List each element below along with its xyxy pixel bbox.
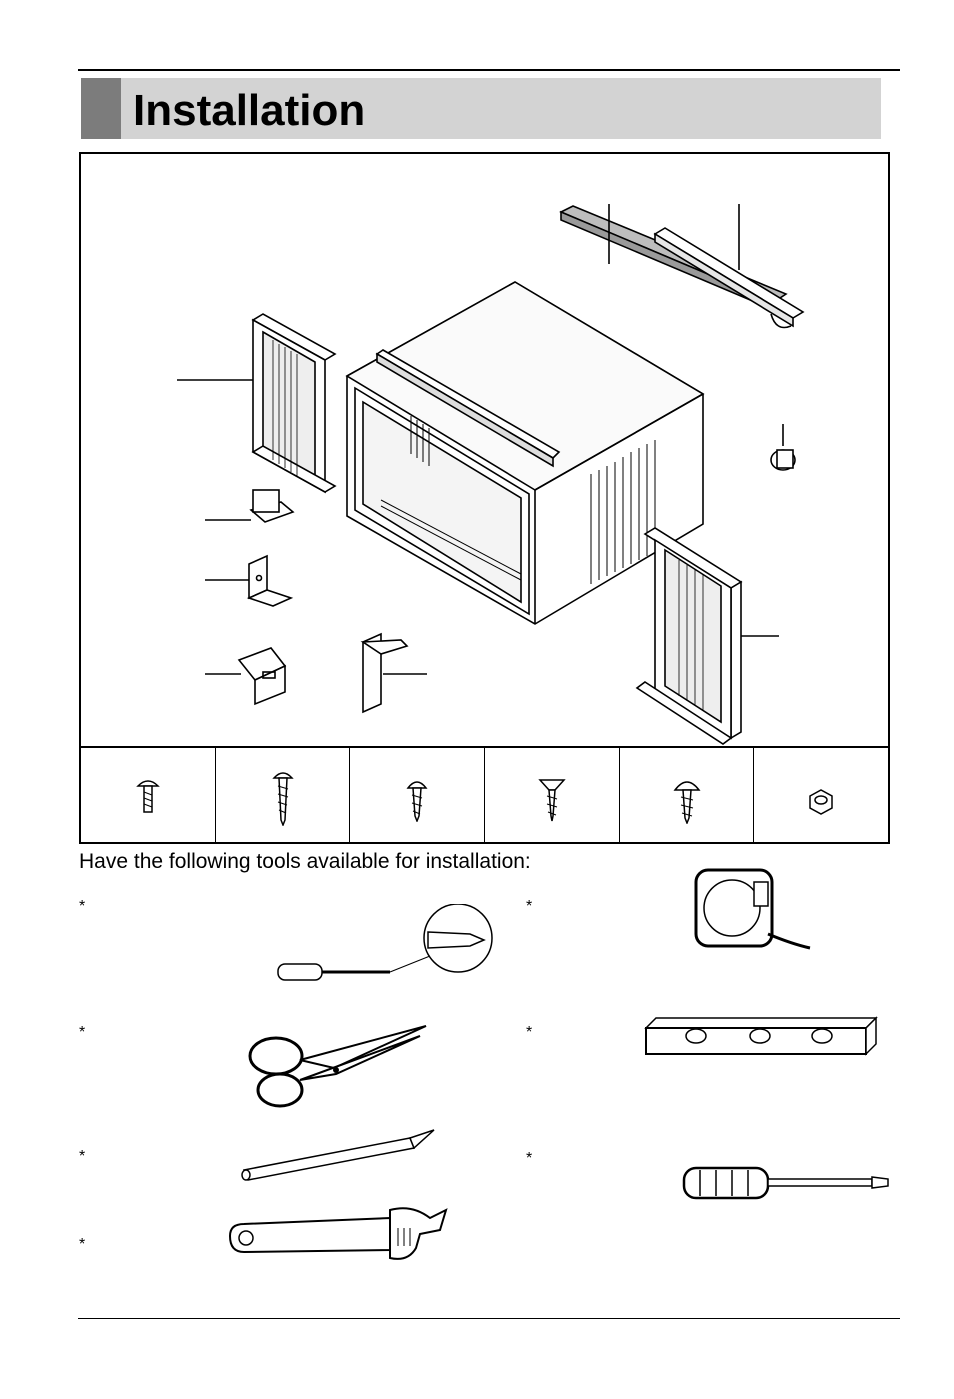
header-accent-block xyxy=(81,78,121,139)
pencil-icon xyxy=(241,1129,435,1181)
screw-cell xyxy=(620,748,755,844)
screw-cell xyxy=(754,748,888,844)
parts-exploded-diagram xyxy=(177,204,805,745)
sash-lock-icon xyxy=(249,489,295,523)
flat-head-screw-icon xyxy=(538,779,566,822)
support-bracket-icon xyxy=(360,632,409,714)
bullet-mark: * xyxy=(79,1236,86,1253)
hex-nut-icon xyxy=(809,789,833,815)
level-icon xyxy=(644,1016,878,1056)
truss-head-screw-icon xyxy=(136,780,160,813)
screw-cell xyxy=(81,748,216,844)
bullet-mark: * xyxy=(526,898,533,915)
page-title: Installation xyxy=(133,86,366,135)
screw-cell xyxy=(350,748,486,844)
air-conditioner-cabinet-icon xyxy=(345,281,705,625)
phillips-screwdriver-icon xyxy=(277,904,493,981)
scissors-icon xyxy=(248,1025,427,1108)
l-bracket-icon xyxy=(246,554,294,607)
bullet-mark: * xyxy=(79,1024,86,1041)
section-header: Installation xyxy=(81,78,881,139)
bolt-icon xyxy=(770,424,796,471)
left-curtain-panel-icon xyxy=(251,313,337,494)
long-wood-screw-icon xyxy=(271,772,294,826)
bullet-mark: * xyxy=(526,1150,533,1167)
mushroom-head-screw-icon xyxy=(673,781,701,824)
bullet-mark: * xyxy=(79,1148,86,1165)
flat-screwdriver-icon xyxy=(682,1166,889,1200)
top-rule xyxy=(78,69,900,71)
tape-measure-icon xyxy=(694,868,811,950)
bullet-mark: * xyxy=(526,1024,533,1041)
parts-box xyxy=(79,152,890,844)
screws-row xyxy=(81,746,888,844)
right-curtain-panel-icon xyxy=(635,527,743,745)
screw-cell xyxy=(216,748,351,844)
adjustable-wrench-icon xyxy=(228,1207,448,1260)
tools-heading: Have the following tools available for i… xyxy=(79,850,531,873)
window-seal-strip-icon xyxy=(653,227,805,329)
round-head-screw-icon xyxy=(406,781,428,822)
bullet-mark: * xyxy=(79,898,86,915)
bottom-rule xyxy=(78,1318,900,1319)
angle-bracket-icon xyxy=(237,647,287,706)
screw-cell xyxy=(485,748,620,844)
